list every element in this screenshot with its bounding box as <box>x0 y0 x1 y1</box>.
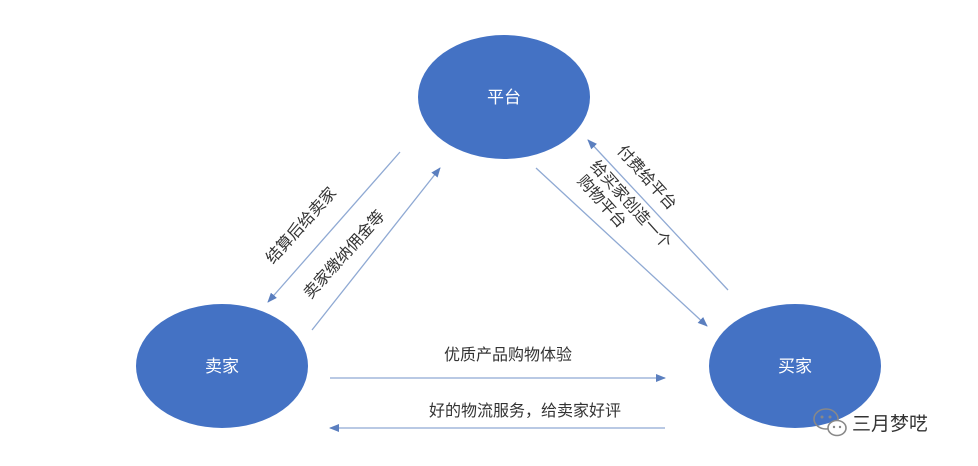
platform-label: 平台 <box>487 88 521 108</box>
platform-node: 平台 <box>418 35 590 159</box>
seller-node: 卖家 <box>136 304 308 428</box>
label-platform-to-seller: 结算后给卖家 <box>262 183 340 267</box>
arrow-seller-to-platform <box>311 167 441 331</box>
label-buyer-to-seller: 好的物流服务，给卖家好评 <box>429 401 621 420</box>
watermark: 三月梦呓 <box>813 408 928 437</box>
arrow-platform-to-seller <box>267 151 401 303</box>
arrow-buyer-to-platform <box>587 139 729 291</box>
wechat-icon <box>813 408 847 437</box>
buyer-node: 买家 <box>709 304 881 428</box>
watermark-text: 三月梦呓 <box>852 413 928 435</box>
seller-label: 卖家 <box>205 357 239 377</box>
arrow-platform-to-buyer <box>535 167 708 327</box>
label-seller-to-buyer: 优质产品购物体验 <box>444 345 572 364</box>
buyer-label: 买家 <box>778 357 812 377</box>
